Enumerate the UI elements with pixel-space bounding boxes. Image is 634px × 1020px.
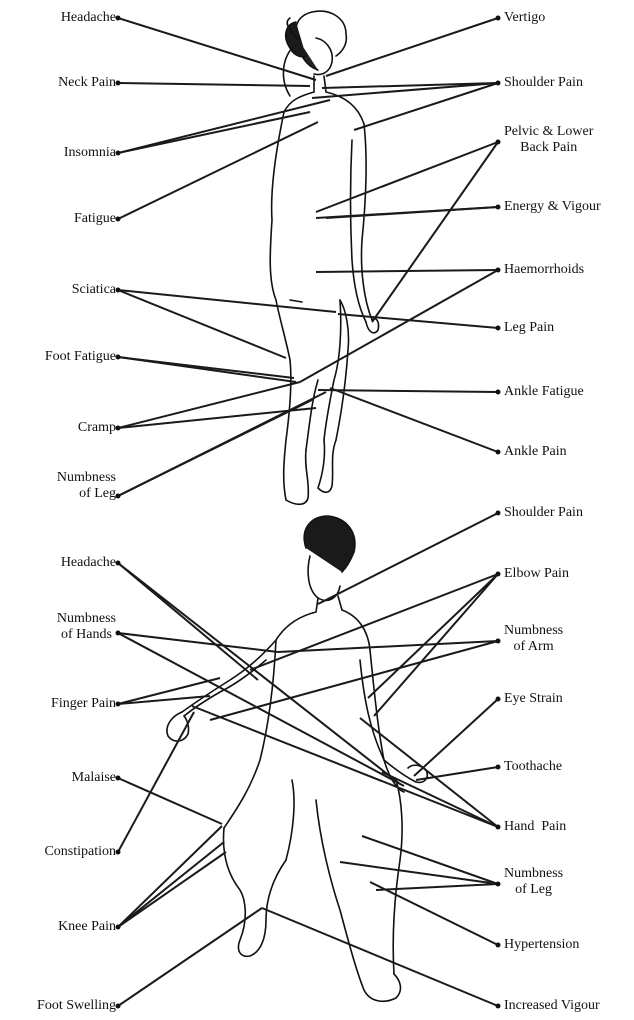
label-line: Hypertension: [504, 937, 579, 953]
label-shoulder-pain-back: Shoulder Pain: [504, 505, 583, 521]
label-sciatica: Sciatica: [72, 282, 116, 298]
label-knee-pain: Knee Pain: [58, 919, 116, 935]
label-line: Neck Pain: [58, 75, 116, 91]
label-hypertension: Hypertension: [504, 937, 579, 953]
label-line: Finger Pain: [51, 696, 116, 712]
front-connectors: [118, 18, 498, 496]
label-line: of Hands: [57, 627, 116, 643]
label-neck-pain: Neck Pain: [58, 75, 116, 91]
label-line: Eye Strain: [504, 691, 563, 707]
label-line: Leg Pain: [504, 320, 554, 336]
label-line: Cramp: [78, 420, 116, 436]
label-malaise: Malaise: [72, 770, 116, 786]
label-line: Hand Pain: [504, 819, 566, 835]
label-line: Knee Pain: [58, 919, 116, 935]
label-line: Numbness: [504, 623, 563, 639]
label-constipation: Constipation: [44, 844, 116, 860]
label-increased-vigour: Increased Vigour: [504, 998, 600, 1014]
label-line: Numbness: [504, 866, 563, 882]
label-cramp: Cramp: [78, 420, 116, 436]
label-line: Increased Vigour: [504, 998, 600, 1014]
label-line: Sciatica: [72, 282, 116, 298]
label-line: Headache: [61, 555, 116, 571]
label-toothache: Toothache: [504, 759, 562, 775]
label-line: Numbness: [57, 611, 116, 627]
label-headache-back: Headache: [61, 555, 116, 571]
label-line: Foot Swelling: [37, 998, 116, 1014]
label-haemorrhoids: Haemorrhoids: [504, 262, 584, 278]
label-line: of Leg: [504, 882, 563, 898]
label-line: Toothache: [504, 759, 562, 775]
label-line: Ankle Pain: [504, 444, 567, 460]
label-ankle-fatigue: Ankle Fatigue: [504, 384, 584, 400]
label-line: Pelvic & Lower: [504, 124, 593, 140]
label-line: Energy & Vigour: [504, 199, 601, 215]
label-vertigo: Vertigo: [504, 10, 545, 26]
label-elbow-pain: Elbow Pain: [504, 566, 569, 582]
label-line: Shoulder Pain: [504, 75, 583, 91]
label-endpoints: [116, 16, 501, 1009]
label-eye-strain: Eye Strain: [504, 691, 563, 707]
label-ankle-pain: Ankle Pain: [504, 444, 567, 460]
label-shoulder-pain: Shoulder Pain: [504, 75, 583, 91]
label-leg-pain: Leg Pain: [504, 320, 554, 336]
label-line: of Arm: [504, 639, 563, 655]
label-energy-vigour: Energy & Vigour: [504, 199, 601, 215]
label-foot-swelling: Foot Swelling: [37, 998, 116, 1014]
label-line: Shoulder Pain: [504, 505, 583, 521]
back-figure: [167, 516, 427, 1001]
label-line: Constipation: [44, 844, 116, 860]
label-line: Numbness: [57, 470, 116, 486]
label-hand-pain: Hand Pain: [504, 819, 566, 835]
label-line: of Leg: [57, 486, 116, 502]
label-line: Back Pain: [504, 140, 593, 156]
label-line: Insomnia: [64, 145, 116, 161]
label-foot-fatigue: Foot Fatigue: [45, 349, 116, 365]
label-line: Fatigue: [74, 211, 116, 227]
label-line: Elbow Pain: [504, 566, 569, 582]
label-finger-pain: Finger Pain: [51, 696, 116, 712]
label-line: Headache: [61, 10, 116, 26]
label-line: Foot Fatigue: [45, 349, 116, 365]
label-line: Haemorrhoids: [504, 262, 584, 278]
label-insomnia: Insomnia: [64, 145, 116, 161]
label-line: Ankle Fatigue: [504, 384, 584, 400]
label-line: Vertigo: [504, 10, 545, 26]
label-fatigue: Fatigue: [74, 211, 116, 227]
label-line: Malaise: [72, 770, 116, 786]
back-connectors: [118, 513, 498, 1006]
label-headache: Headache: [61, 10, 116, 26]
